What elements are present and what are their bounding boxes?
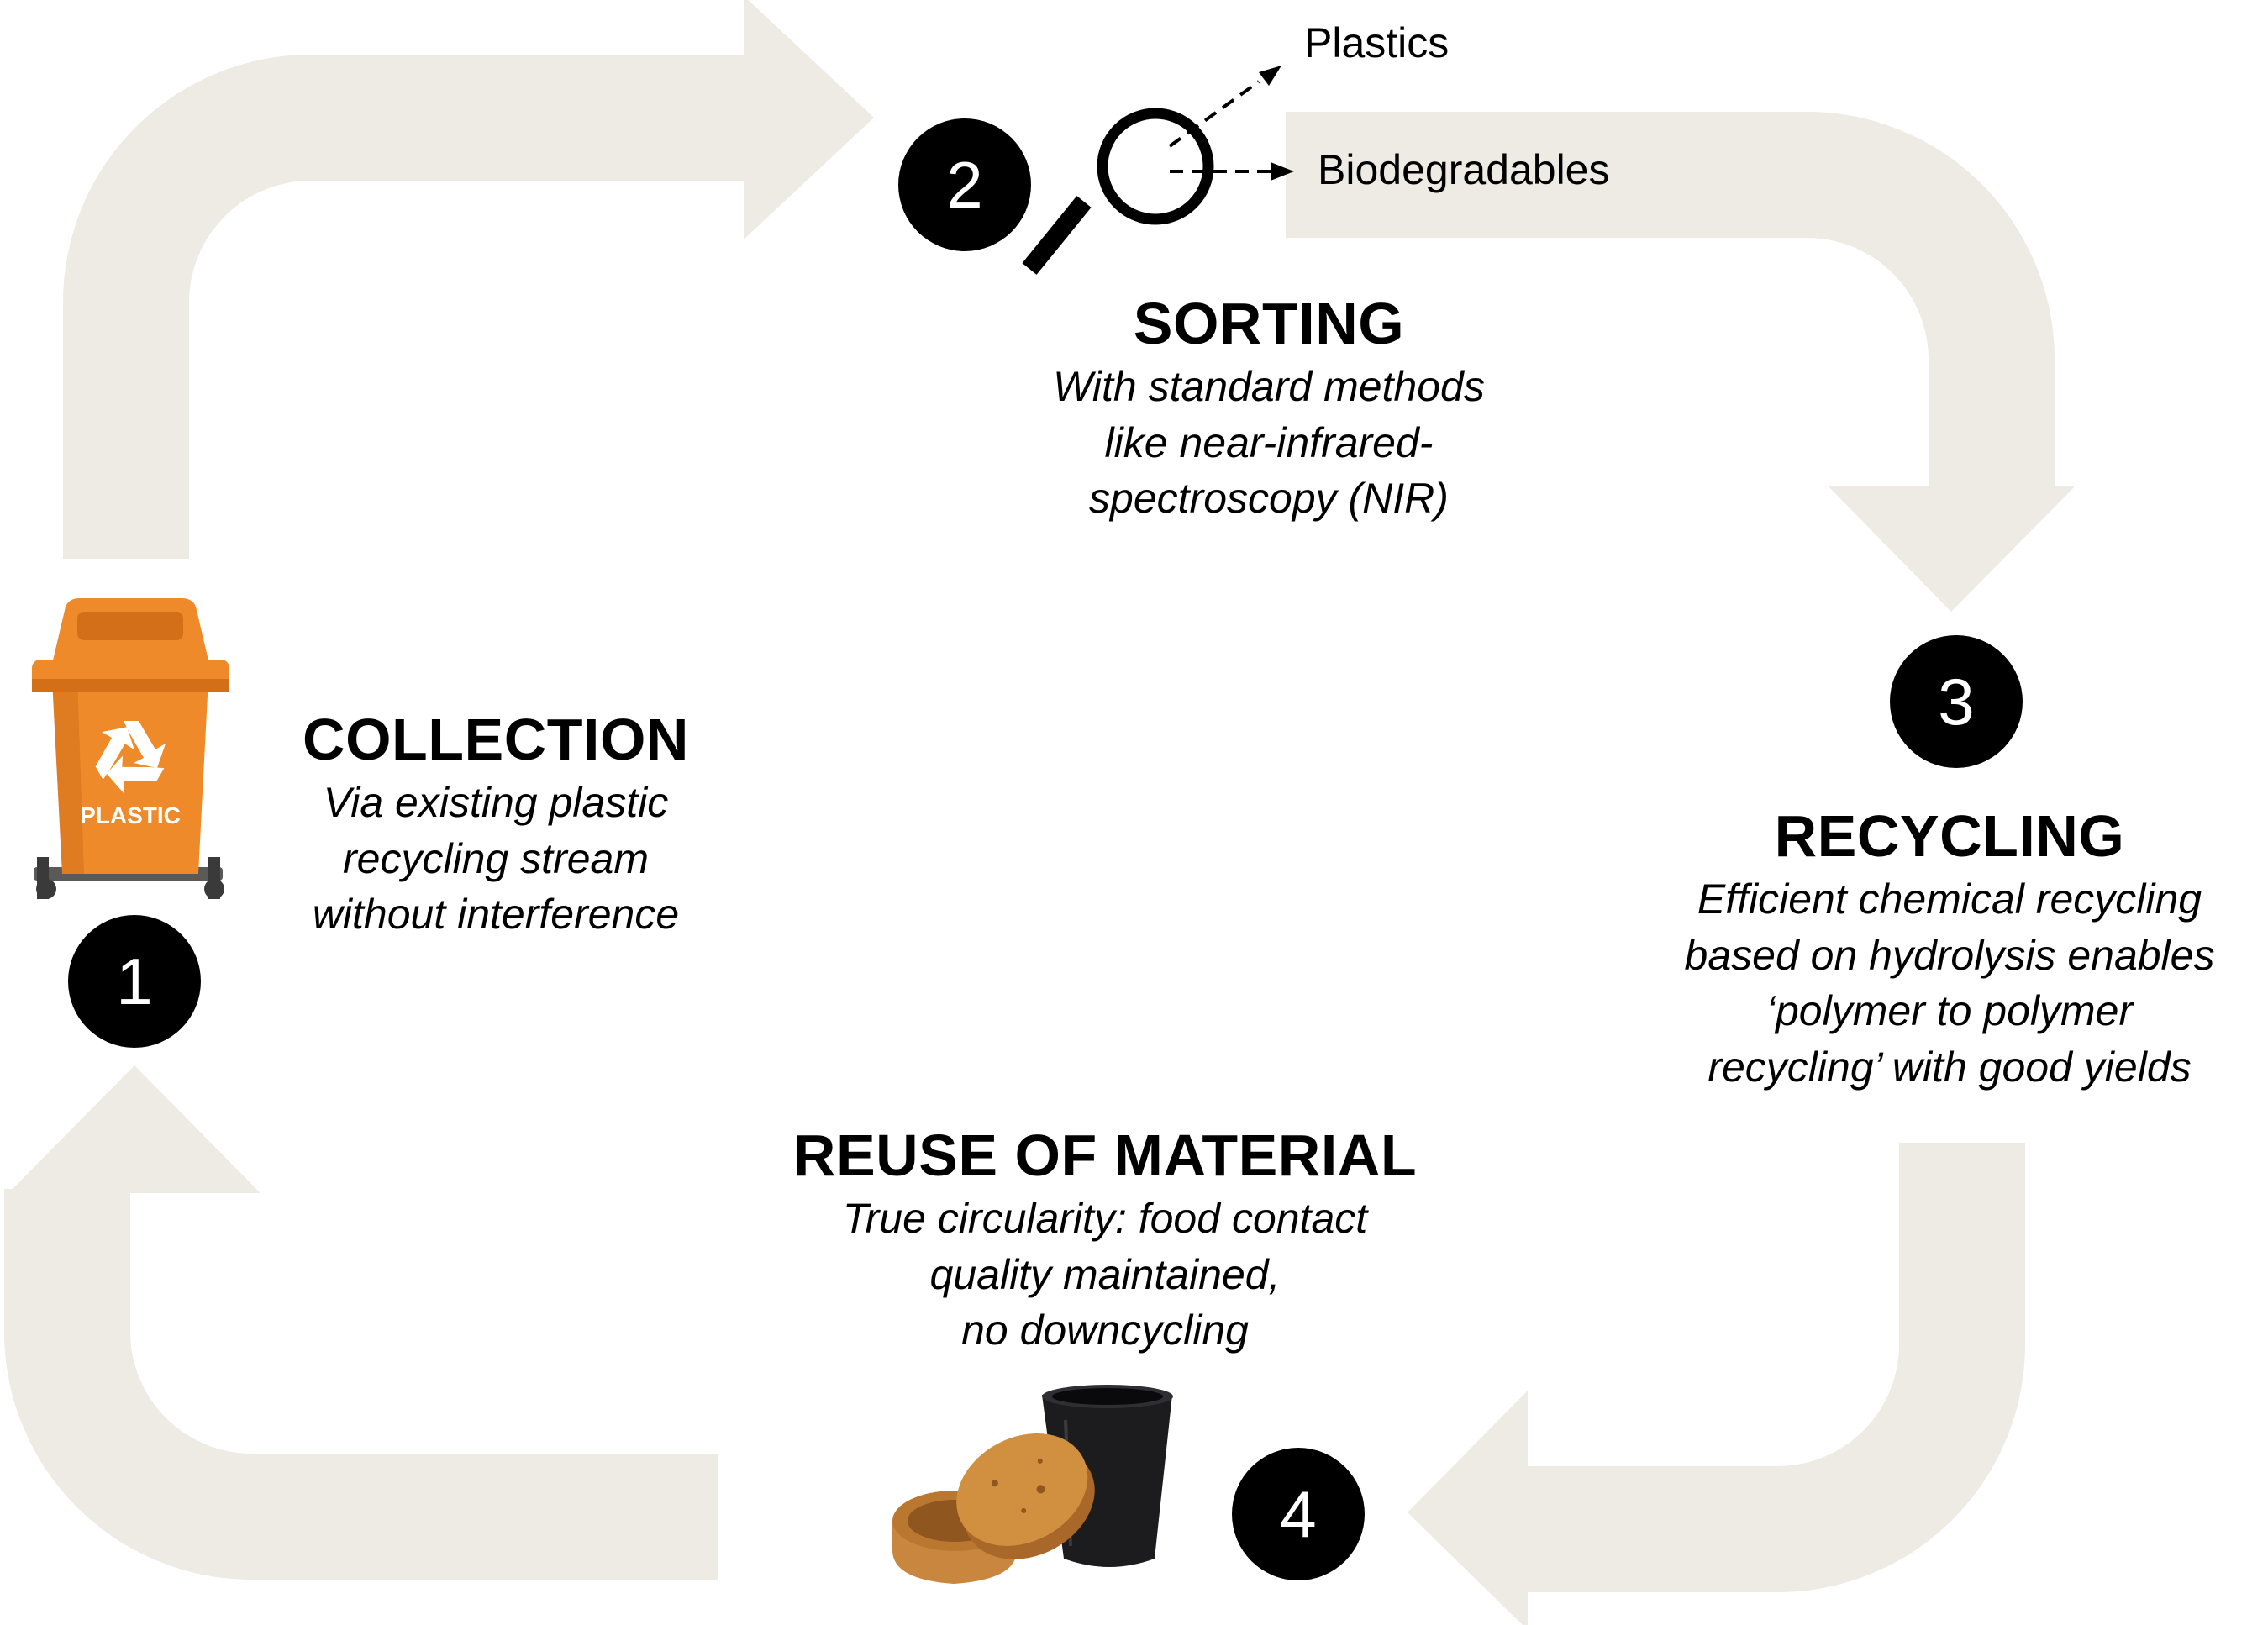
description-line: recycling stream bbox=[343, 834, 649, 882]
description-line: spectroscopy (NIR) bbox=[1089, 475, 1449, 522]
step-description-collection: Via existing plastic recycling stream wi… bbox=[277, 775, 714, 943]
step-number-3: 3 bbox=[1938, 665, 1974, 739]
step-badge-2: 2 bbox=[898, 118, 1031, 251]
step-title-reuse: REUSE OF MATERIAL bbox=[792, 1123, 1418, 1188]
cycle-arrow-body bbox=[4, 1189, 718, 1580]
description-line: no downcycling bbox=[961, 1307, 1249, 1354]
cycle-arrow-body bbox=[1521, 1143, 2025, 1592]
step-number-1: 1 bbox=[116, 944, 152, 1018]
step-description-recycling: Efficient chemical recycling based on hy… bbox=[1639, 871, 2260, 1095]
step-badge-3: 3 bbox=[1890, 635, 2023, 768]
step-number-4: 4 bbox=[1280, 1477, 1316, 1551]
description-line: recycling’ with good yields bbox=[1708, 1043, 2192, 1091]
cycle-arrow-head bbox=[8, 1065, 260, 1193]
step-description-reuse: True circularity: food contact quality m… bbox=[739, 1191, 1471, 1359]
cycle-arrow-body bbox=[1286, 112, 2055, 492]
step-badge-4: 4 bbox=[1232, 1448, 1365, 1580]
sorting-dashed-arrow-plastics bbox=[1168, 66, 1281, 148]
cycle-arrow-recycling-to-reuse bbox=[1408, 1143, 2025, 1625]
recycled-containers-icon bbox=[892, 1385, 1173, 1584]
description-line: True circularity: food contact bbox=[842, 1195, 1368, 1242]
cycle-arrow-head bbox=[744, 0, 874, 239]
description-line: based on hydrolysis enables bbox=[1684, 931, 2215, 979]
cycle-arrow-head bbox=[1828, 486, 2076, 612]
step-recycling: RECYCLING Efficient chemical recycling b… bbox=[1639, 801, 2260, 1095]
step-reuse: REUSE OF MATERIAL True circularity: food… bbox=[739, 1120, 1471, 1359]
step-collection: COLLECTION Via existing plastic recyclin… bbox=[277, 704, 714, 943]
step-sorting: SORTING With standard methods like near-… bbox=[1008, 288, 1529, 527]
step-number-2: 2 bbox=[946, 148, 982, 222]
cycle-arrow-body bbox=[63, 55, 748, 559]
cycle-arrow-reuse-to-collection bbox=[4, 1065, 718, 1580]
step-title-recycling: RECYCLING bbox=[1774, 803, 2125, 869]
step-badge-1: 1 bbox=[68, 915, 201, 1048]
cycle-arrow-collection-to-sorting bbox=[63, 0, 874, 559]
description-line: like near-infrared- bbox=[1104, 418, 1434, 466]
sorting-output-biodegradables: Biodegradables bbox=[1318, 146, 1610, 193]
description-line: without interference bbox=[312, 891, 680, 938]
description-line: With standard methods bbox=[1053, 363, 1485, 410]
description-line: Efficient chemical recycling bbox=[1697, 876, 2202, 923]
step-description-sorting: With standard methods like near-infrared… bbox=[1008, 359, 1529, 527]
bin-label: PLASTIC bbox=[80, 802, 181, 828]
description-line: Via existing plastic bbox=[323, 779, 669, 826]
description-line: ‘polymer to polymer bbox=[1765, 987, 2134, 1034]
magnifying-glass-icon bbox=[1022, 108, 1214, 275]
plastic-recycling-bin-icon bbox=[32, 598, 229, 899]
description-line: quality maintained, bbox=[929, 1250, 1281, 1298]
step-title-collection: COLLECTION bbox=[303, 707, 689, 772]
sorting-output-plastics: Plastics bbox=[1304, 19, 1450, 66]
sorting-dashed-arrow-biodegradables bbox=[1170, 162, 1294, 181]
step-title-sorting: SORTING bbox=[1133, 291, 1405, 356]
recycle-symbol-icon bbox=[95, 721, 166, 793]
cycle-arrow-head bbox=[1408, 1391, 1528, 1625]
cycle-arrow-sorting-to-recycling bbox=[1286, 112, 2076, 612]
